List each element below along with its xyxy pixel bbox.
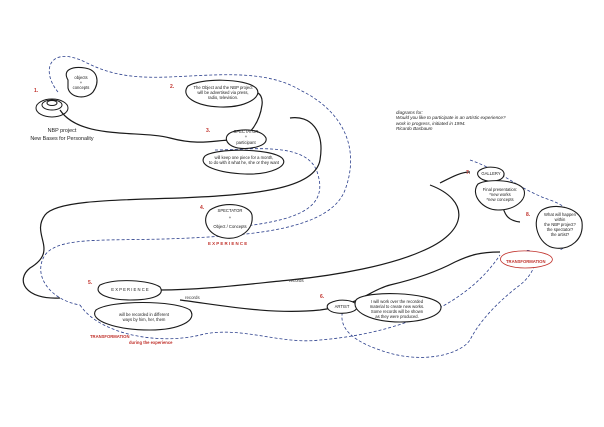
during-experience-label: during the experience [129,340,173,345]
step-4-plus: + [228,215,232,220]
step-3-participant: participant [236,140,256,145]
solid-path [22,91,521,312]
bubble-gallery [477,166,505,182]
text-line: ways by him, her, them [122,317,166,322]
step-7-text: Final presentation: *new works *new conc… [478,187,522,202]
text-line: will be advertised via press, [197,90,249,95]
text-line: *new works [489,192,511,197]
records-label-1: records [185,295,200,300]
note-line: diagrams for: [396,110,423,115]
step-7-gallery: GALLERY [481,171,501,176]
project-subtitle: New Bases for Personality [30,136,94,142]
step-8-text: What will happen within the NBP project?… [538,212,582,237]
text-line: radio, television. [207,95,239,100]
step-3-spectator: SPECTATOR [233,129,259,134]
step-number-3: 3. [206,128,211,134]
text-line: will keep one piece for a month, [214,155,274,160]
text-line: Some records will be shown [370,309,424,314]
step-6-artist: ARTIST [334,304,350,309]
text-line: *new concepts [486,197,514,202]
step-number-4: 4. [200,205,205,211]
step-number-2: 2. [170,84,175,90]
text-line: material to create new works. [369,304,425,309]
notes-block: diagrams for: Would you like to particip… [396,110,506,132]
text-line: the spectator? [546,227,574,232]
step-5-text: will be recorded in different ways by hi… [98,312,190,322]
bubble-work-over [354,293,442,323]
step-number-7: 7. [466,170,471,176]
step-4-experience-label: E X P E R I E N C E [208,241,248,246]
bubble-recorded [94,302,193,331]
bubble-artist [326,299,358,314]
note-line: Would you like to participate in an arti… [396,115,506,121]
bubble-objects-concepts [65,66,98,98]
object-icon [35,98,69,118]
bubble-what-will-happen [535,205,583,249]
text-line: concepts [72,85,90,90]
step-4-object-concepts: Object / Concepts [213,224,247,229]
step-3-plus: + [244,134,248,139]
step-5-experience: E X P E R I E N C E [111,287,149,292]
step-number-6: 6. [320,294,325,300]
transformation-label-left: TRANSFORMATION [90,334,130,339]
step-4-spectator: SPECTATOR [217,208,243,213]
step-3-text: will keep one piece for a month, to do w… [203,155,285,165]
text-line: as they were produced. [375,314,419,319]
project-title-block: NBP project New Bases for Personality [22,127,102,143]
text-line: within [554,217,566,222]
step-6-text: I will work over the recorded material t… [356,299,438,319]
bubble-final-presentation [474,180,525,211]
bubble-advertised [185,79,259,108]
text-line: the artist? [550,232,570,237]
text-line: I will work over the recorded [370,299,424,304]
step-number-8: 8. [526,212,531,218]
note-line: work in progress, initiated in 1994. [396,120,466,126]
bubble-spectator-4 [205,204,253,239]
transformation-label-right: TRANSFORMATION [506,259,546,264]
transformation-marker [500,250,553,269]
text-line: will be recorded in different [119,312,169,317]
bubble-keep-piece [202,149,285,175]
step-2-text: The Object and the NBP project will be a… [190,85,256,100]
step-number-1: 1. [34,88,39,94]
project-title: NBP project [47,128,77,134]
step-number-5: 5. [88,280,93,286]
step-1-text: objects + concepts [70,75,92,90]
text-line: objects [74,75,88,80]
text-line: What will happen [544,212,576,217]
node-shapes [65,66,583,331]
records-label-2: records [289,278,304,283]
text-line: Final presentation: [482,187,518,192]
text-line: to do with it what he, she or they want [208,160,280,165]
text-line: + [79,80,83,85]
note-line: Ricardo Basbaum [396,126,433,132]
text-line: the NBP project? [544,222,576,227]
text-line: The Object and the NBP project [193,85,253,90]
bubble-spectator-3 [225,129,267,150]
bubble-experience-5 [97,280,162,301]
